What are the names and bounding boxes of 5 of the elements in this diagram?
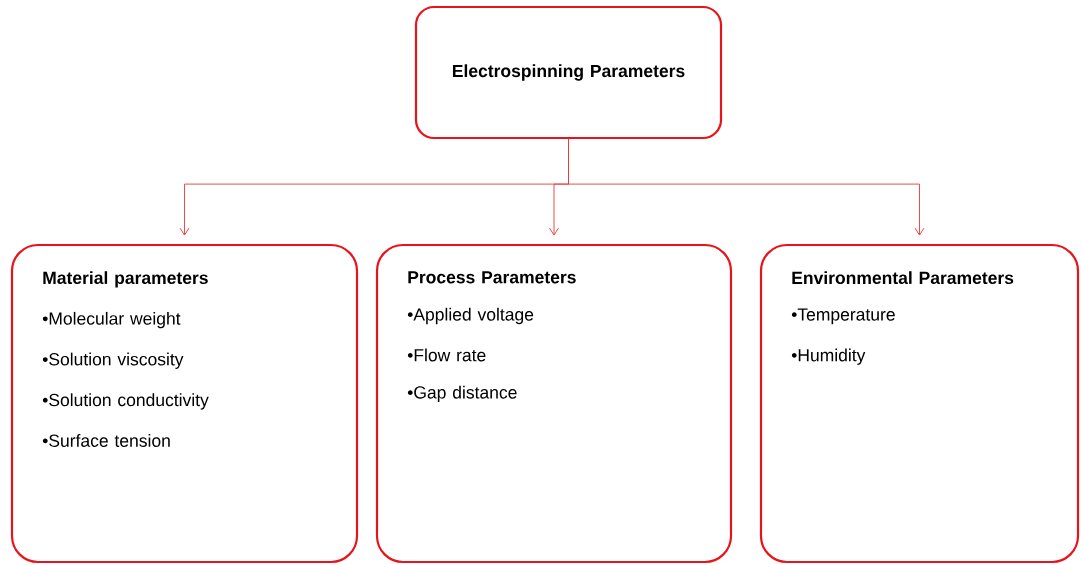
parameter-box: Process Parameters •Applied voltage •Flow rate •Gap distance bbox=[375, 243, 733, 564]
parameter-box: Environmental Parameters •Temperature •Humidity bbox=[759, 243, 1080, 564]
parameter-box: Material parameters •Molecular weight •Solution viscosity •Solution conductivity •Surface tension bbox=[10, 243, 359, 564]
arrow bbox=[568, 138, 925, 236]
title-box: Electrospinning Parameters bbox=[414, 5, 723, 140]
